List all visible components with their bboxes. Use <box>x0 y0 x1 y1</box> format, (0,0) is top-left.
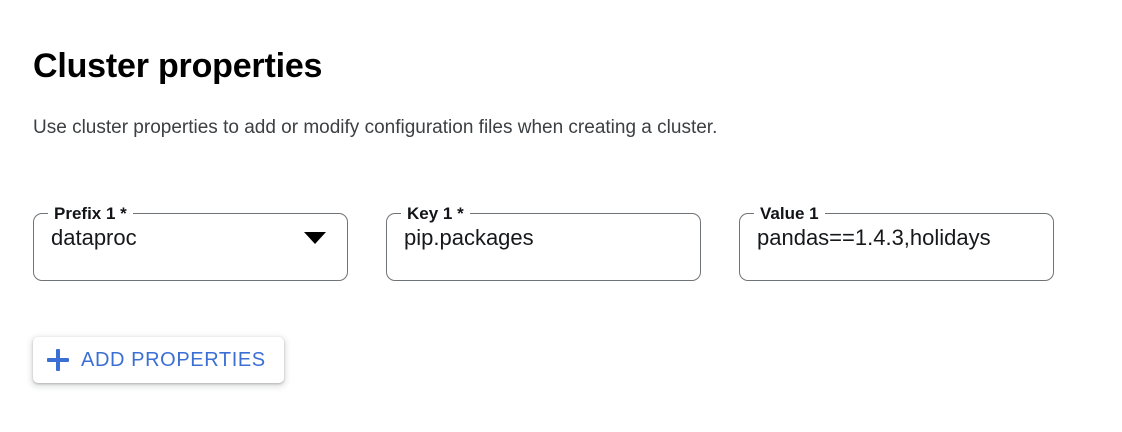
page-description: Use cluster properties to add or modify … <box>33 117 718 138</box>
page-title: Cluster properties <box>33 46 323 85</box>
key-1-field[interactable]: Key 1 * pip.packages <box>386 205 701 281</box>
prefix-1-label: Prefix 1 * <box>54 204 127 223</box>
properties-field-row: Prefix 1 * dataproc Key 1 * pip.packages… <box>33 205 1093 283</box>
value-1-label: Value 1 <box>760 204 819 223</box>
prefix-1-value[interactable]: dataproc <box>51 225 137 250</box>
prefix-1-field[interactable]: Prefix 1 * dataproc <box>33 205 348 281</box>
plus-icon <box>47 349 69 371</box>
add-properties-label: ADD PROPERTIES <box>81 349 266 371</box>
add-properties-button[interactable]: ADD PROPERTIES <box>33 337 284 383</box>
dropdown-caret-icon[interactable] <box>304 232 326 244</box>
key-1-input[interactable]: pip.packages <box>404 225 534 250</box>
key-1-label: Key 1 * <box>407 204 464 223</box>
value-1-field[interactable]: Value 1 pandas==1.4.3,holidays <box>739 205 1054 281</box>
value-1-input[interactable]: pandas==1.4.3,holidays <box>757 225 991 250</box>
